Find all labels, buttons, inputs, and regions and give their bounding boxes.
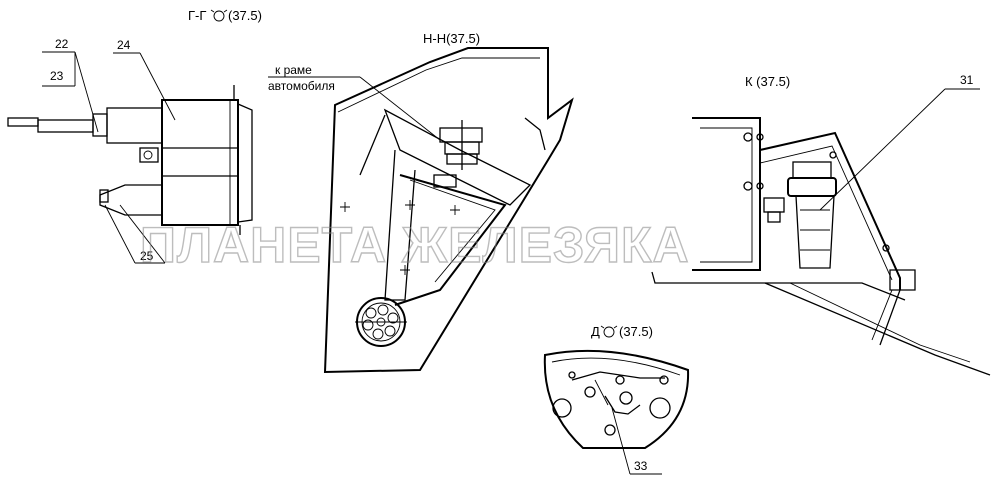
view-k-title: К (37.5)	[745, 74, 790, 89]
view-g-title: Г-Г	[188, 8, 206, 23]
callout-31: 31	[960, 73, 974, 87]
rotation-icon	[210, 9, 228, 22]
connector-socket	[355, 297, 407, 347]
bolt-stack	[433, 120, 483, 188]
mounting-bracket	[359, 108, 546, 306]
callout-33: 33	[634, 459, 648, 473]
callout-22: 22	[55, 37, 69, 51]
frame-note-line2: автомобиля	[268, 79, 335, 93]
bracket-arm	[651, 131, 991, 376]
hole-markers	[340, 200, 460, 275]
view-g-ref: (37.5)	[228, 8, 262, 23]
frame-channel	[692, 117, 764, 271]
view-d: Д (37.5) 33	[543, 324, 690, 475]
brake-switch	[763, 161, 837, 269]
view-d-ref: (37.5)	[619, 324, 653, 339]
view-h-title: Н-Н(37.5)	[423, 31, 480, 46]
rotation-icon	[600, 325, 618, 338]
callout-23: 23	[50, 69, 64, 83]
pneumatic-cylinder	[7, 85, 253, 235]
view-h-h: Н-Н(37.5) к раме автомобиля	[268, 31, 574, 374]
watermark: ПЛАНЕТА ЖЕЛЕЗЯКА	[140, 217, 690, 273]
callout-25: 25	[140, 249, 154, 263]
frame-note-line1: к раме	[275, 63, 312, 77]
view-g-g: Г-Г (37.5) 22 23 24	[7, 8, 262, 264]
view-d-title: Д	[591, 324, 600, 339]
view-k: К (37.5) 31	[651, 73, 991, 376]
terminal-plate	[543, 349, 690, 449]
callout-24: 24	[117, 38, 131, 52]
